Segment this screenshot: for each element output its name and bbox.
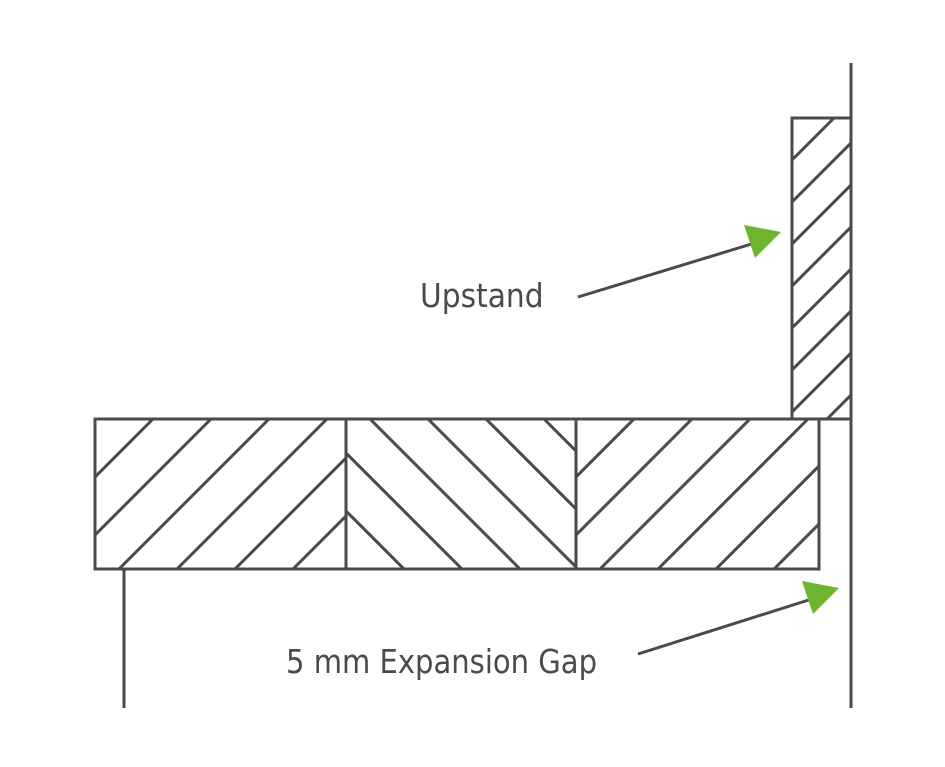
hatch-line: [117, 419, 271, 569]
upstand-leader-line: [577, 240, 759, 299]
hatch-line: [95, 419, 155, 480]
hatch-line: [175, 419, 329, 569]
hatch-line: [409, 419, 559, 569]
hatch-line: [792, 224, 851, 289]
hatch-line: [792, 266, 851, 331]
hatch-line: [233, 455, 346, 569]
hatch-line: [346, 508, 406, 569]
hatch-line: [825, 392, 851, 419]
floor-board-2-hatch: [346, 419, 576, 569]
hatch-line: [792, 118, 836, 163]
hatch-line: [426, 419, 576, 569]
hatch-line: [346, 566, 348, 569]
hatch-line: [656, 419, 810, 569]
floor-board-3-hatch: [576, 419, 945, 569]
hatch-line: [542, 419, 576, 454]
hatch-line: [772, 521, 819, 569]
hatch-line: [598, 419, 752, 569]
hatch-line: [792, 140, 851, 205]
floor-board-3: [574, 417, 821, 571]
hatch-line: [792, 118, 794, 121]
hatch-line: [869, 118, 945, 419]
hatch-line: [792, 350, 851, 415]
hatch-line: [346, 450, 464, 569]
gap-leader-line: [637, 596, 816, 656]
hatch-line: [911, 118, 945, 419]
upstand-arrow-icon: [744, 225, 781, 258]
hatch-line: [792, 308, 851, 373]
hatch-line: [792, 182, 851, 247]
hatch-line: [467, 419, 617, 569]
hatch-line: [95, 419, 97, 422]
upstand-strip: [790, 116, 853, 421]
hatch-line: [291, 513, 346, 569]
hatch-line: [351, 419, 501, 569]
hatch-line: [890, 419, 945, 569]
hatch-line: [368, 419, 522, 569]
hatch-line: [484, 419, 576, 512]
floor-board-1-hatch: [95, 419, 617, 569]
gap-arrow-icon: [802, 581, 839, 614]
hatch-line: [95, 419, 213, 538]
upstand-label: Upstand: [420, 276, 544, 315]
hatch-line: [576, 419, 636, 480]
upstand-hatch: [792, 118, 945, 419]
expansion-gap-label: 5 mm Expansion Gap: [286, 642, 598, 681]
hatch-line: [714, 463, 819, 569]
hatch-line: [832, 419, 945, 569]
hatch-line: [576, 419, 694, 538]
